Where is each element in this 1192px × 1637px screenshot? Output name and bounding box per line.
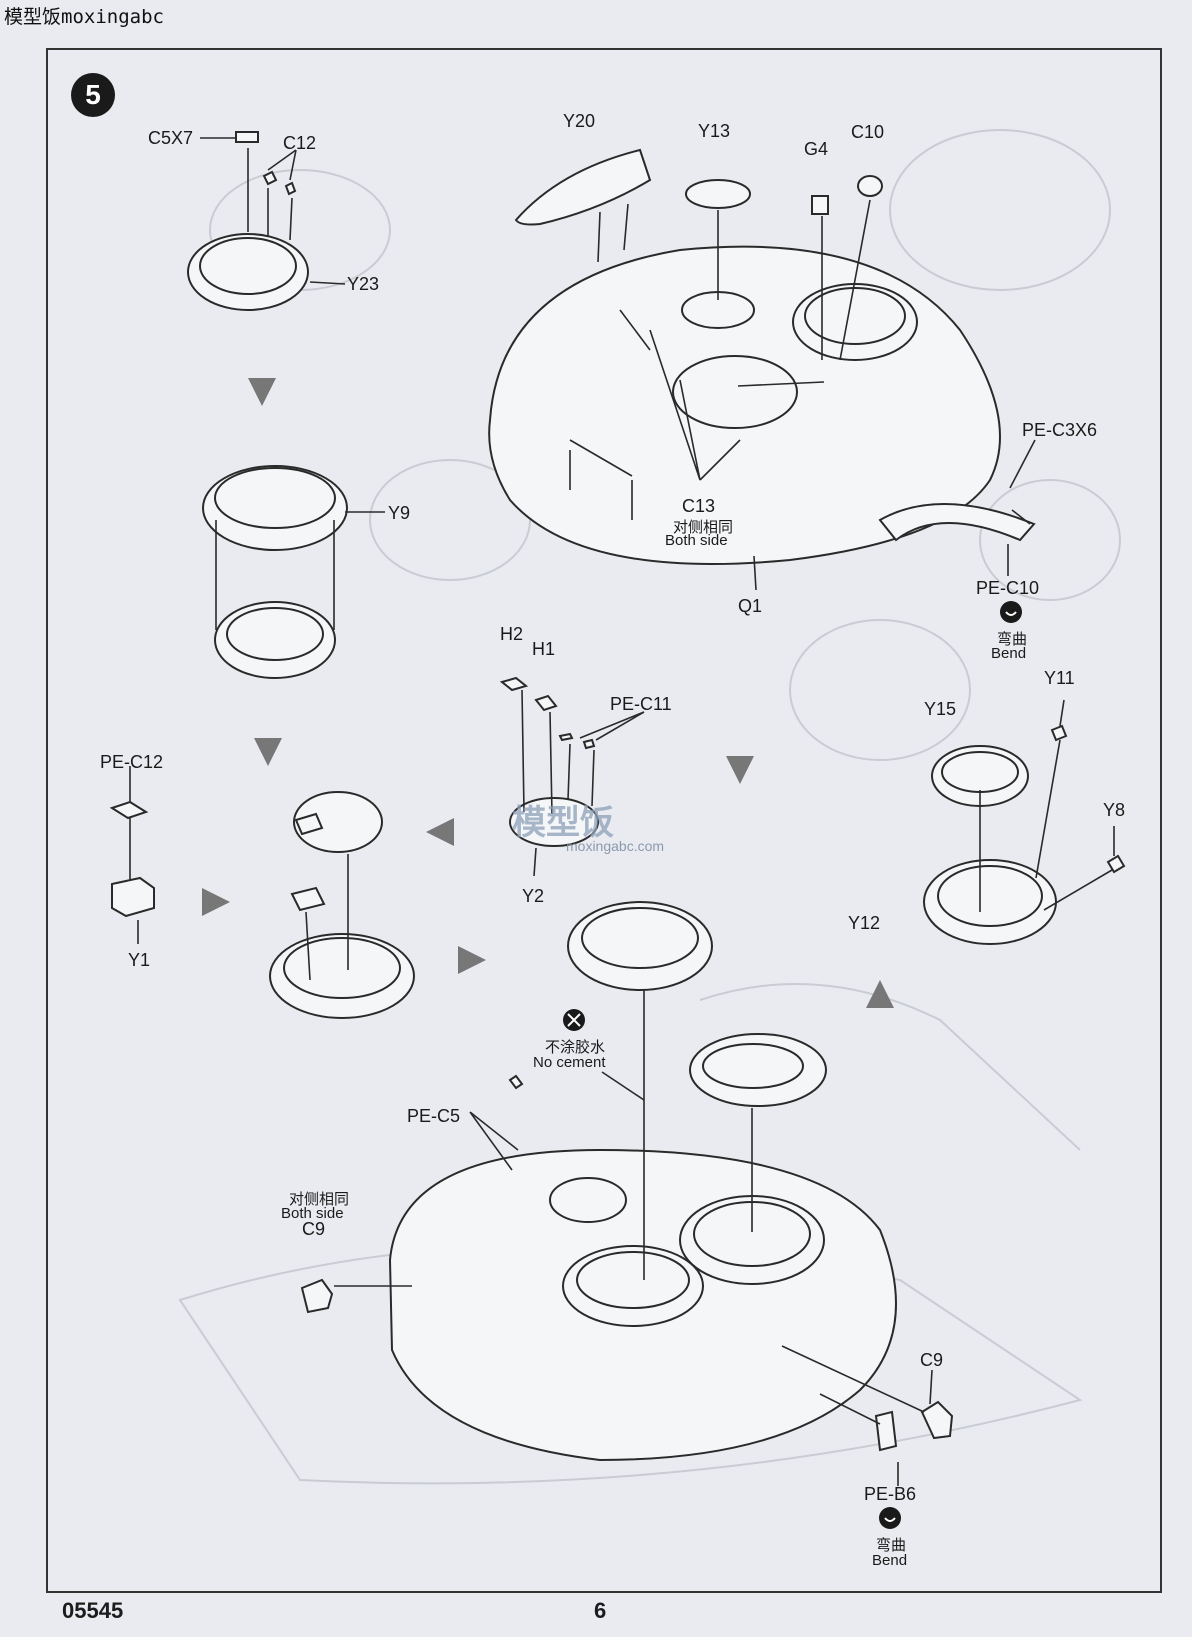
label-g4: G4 bbox=[804, 139, 829, 159]
label-pe-c12: PE-C12 bbox=[100, 752, 164, 772]
turret-q1-top bbox=[488, 148, 1036, 591]
label-q1: Q1 bbox=[738, 596, 763, 616]
label-pe-c3x6: PE-C3X6 bbox=[1022, 420, 1098, 440]
instruction-frame bbox=[46, 48, 1162, 1593]
label-y11: Y11 bbox=[1044, 668, 1075, 688]
label-pe-c10: PE-C10 bbox=[976, 578, 1040, 598]
hatch-y2-group bbox=[499, 676, 645, 877]
label-c10: C10 bbox=[851, 122, 885, 142]
label-y13: Y13 bbox=[698, 121, 731, 141]
label-bend-cn-2: 弯曲 bbox=[876, 1537, 907, 1554]
label-y15: Y15 bbox=[924, 699, 957, 719]
label-bend-1: Bend bbox=[991, 645, 1027, 662]
flow-arrow-up bbox=[866, 980, 894, 1008]
flow-arrow-down bbox=[248, 378, 276, 406]
label-bend-cn-1: 弯曲 bbox=[997, 631, 1028, 648]
label-y12: Y12 bbox=[848, 913, 881, 933]
flow-arrow-down-3 bbox=[726, 756, 754, 784]
page-number: 6 bbox=[594, 1598, 607, 1623]
label-y23: Y23 bbox=[347, 274, 380, 294]
label-c13: C13 bbox=[682, 496, 716, 516]
label-c5x7: C5X7 bbox=[148, 128, 194, 148]
label-h1: H1 bbox=[532, 639, 556, 659]
label-no-cement: No cement bbox=[533, 1054, 606, 1071]
step-number-badge: 5 bbox=[71, 73, 115, 117]
label-no-cement-cn: 不涂胶水 bbox=[545, 1039, 606, 1056]
flow-arrow-left bbox=[426, 818, 454, 846]
ring-y9 bbox=[202, 465, 385, 679]
flow-arrow-down-2 bbox=[254, 738, 282, 766]
label-y8: Y8 bbox=[1103, 800, 1126, 820]
part-y1-group bbox=[109, 766, 155, 944]
center-watermark-url: moxingabc.com bbox=[566, 838, 665, 854]
center-watermark-logo: 模型饭 bbox=[512, 804, 614, 842]
site-watermark: 模型饭moxingabc bbox=[4, 6, 164, 28]
label-both-side-cn-2: 对侧相同 bbox=[289, 1191, 350, 1208]
label-y2: Y2 bbox=[522, 886, 545, 906]
label-pe-b6: PE-B6 bbox=[864, 1484, 917, 1504]
cupola-right-y12 bbox=[923, 699, 1126, 945]
label-both-side-2: Both side bbox=[281, 1205, 344, 1222]
bend-icon-1 bbox=[1000, 601, 1022, 623]
cupola-assembly-left bbox=[269, 791, 415, 1019]
label-y20: Y20 bbox=[563, 111, 596, 131]
turret-q1-bottom bbox=[300, 901, 954, 1486]
label-y1: Y1 bbox=[128, 950, 151, 970]
label-h2: H2 bbox=[500, 624, 524, 644]
bend-icon-2 bbox=[879, 1507, 901, 1529]
label-c9-left: C9 bbox=[302, 1219, 326, 1239]
label-c9-right: C9 bbox=[920, 1350, 944, 1370]
label-both-side-cn-1: 对侧相同 bbox=[673, 519, 734, 536]
label-pe-c5: PE-C5 bbox=[407, 1106, 461, 1126]
label-y9: Y9 bbox=[388, 503, 411, 523]
flow-arrow-right bbox=[202, 888, 230, 916]
label-c12: C12 bbox=[283, 133, 317, 153]
product-code: 05545 bbox=[62, 1598, 124, 1623]
cupola-ring-y23 bbox=[187, 131, 346, 311]
label-bend-2: Bend bbox=[872, 1552, 908, 1569]
label-pe-c11: PE-C11 bbox=[610, 694, 672, 714]
flow-arrow-right-2 bbox=[458, 946, 486, 974]
label-both-side-1: Both side bbox=[665, 532, 728, 549]
